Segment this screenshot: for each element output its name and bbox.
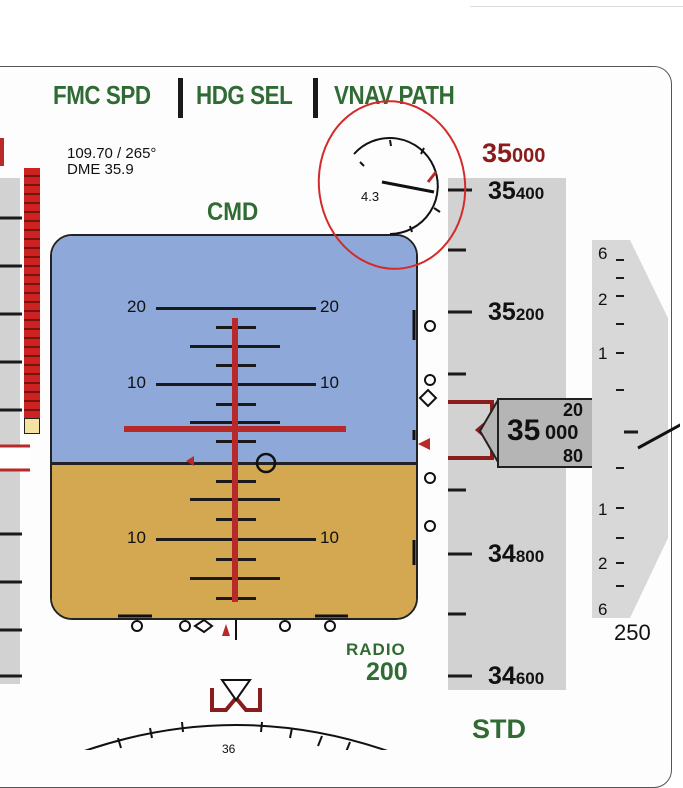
altitude-tape-label: 34800 <box>488 540 545 568</box>
pitch-label-20-left: 20 <box>127 297 146 316</box>
gauge-label: 4.3 <box>361 189 380 204</box>
vertical-speed-value: 250 <box>614 620 651 645</box>
heading-pointer <box>220 679 252 702</box>
speed-bug-left-edge <box>0 138 4 166</box>
current-altitude-major: 35 <box>507 414 541 447</box>
vertical-speed-scale <box>592 240 680 618</box>
pitch-label-10-left: 10 <box>127 373 146 392</box>
vs-label: 2 <box>598 554 608 573</box>
vs-label: 6 <box>598 600 608 619</box>
top-frame-edge <box>470 0 683 7</box>
pitch-line-20 <box>156 307 316 310</box>
altitude-roll-upper: 20 <box>563 400 584 420</box>
speed-tape-trend-bar <box>24 168 40 430</box>
radio-altitude-label: RADIO <box>346 640 406 659</box>
gauge-dial <box>353 137 441 235</box>
altitude-roll-lower: 80 <box>563 448 584 464</box>
flight-director-roll-bar <box>124 426 346 432</box>
selected-altitude-minor: 000 <box>512 145 546 167</box>
altitude-tape-label: 34600 <box>488 662 545 690</box>
pitch-label-10-right: 10 <box>320 373 339 392</box>
vs-label: 1 <box>598 500 608 519</box>
gauge-needle <box>381 180 435 194</box>
fma-separator <box>313 78 318 118</box>
ils-frequency-course: 109.70 / 265° <box>67 145 157 162</box>
vs-label: 2 <box>598 290 608 309</box>
autopilot-status: CMD <box>207 198 259 226</box>
speed-tape <box>0 178 20 684</box>
vertical-speed-needle <box>637 423 680 450</box>
flight-director-pitch-bar <box>232 318 238 602</box>
selected-altitude: 35000 <box>482 138 545 169</box>
vs-label: 1 <box>598 344 608 363</box>
fma-pitch-mode: VNAV PATH <box>334 80 455 110</box>
vs-label: 6 <box>598 244 608 263</box>
radio-altitude-value: 200 <box>366 658 408 686</box>
current-altitude-box: 35 000 20 80 <box>497 398 599 468</box>
speed-tape-indicator <box>24 418 40 434</box>
pitch-label-minus-10-left: 10 <box>127 528 146 547</box>
fma-speed-mode: FMC SPD <box>53 80 151 110</box>
baro-setting: STD <box>472 714 526 744</box>
selected-altitude-major: 35 <box>482 138 513 168</box>
fma-separator <box>178 78 183 118</box>
pitch-label-minus-10-right: 10 <box>320 528 339 547</box>
pitch-label-20-right: 20 <box>320 297 339 316</box>
ils-dme: DME 35.9 <box>67 161 134 178</box>
current-altitude-minor: 000 <box>545 422 579 444</box>
altitude-tape-label: 35400 <box>488 177 545 205</box>
heading-indicator <box>84 679 388 750</box>
fma-roll-mode: HDG SEL <box>196 80 293 110</box>
altitude-tape-label: 35200 <box>488 298 545 326</box>
attitude-indicator <box>50 234 418 620</box>
altitude-bug <box>448 400 494 460</box>
heading-value: 36 <box>222 742 236 756</box>
speed-tape-ticks <box>0 216 30 678</box>
altitude-tape-ticks <box>448 188 472 678</box>
